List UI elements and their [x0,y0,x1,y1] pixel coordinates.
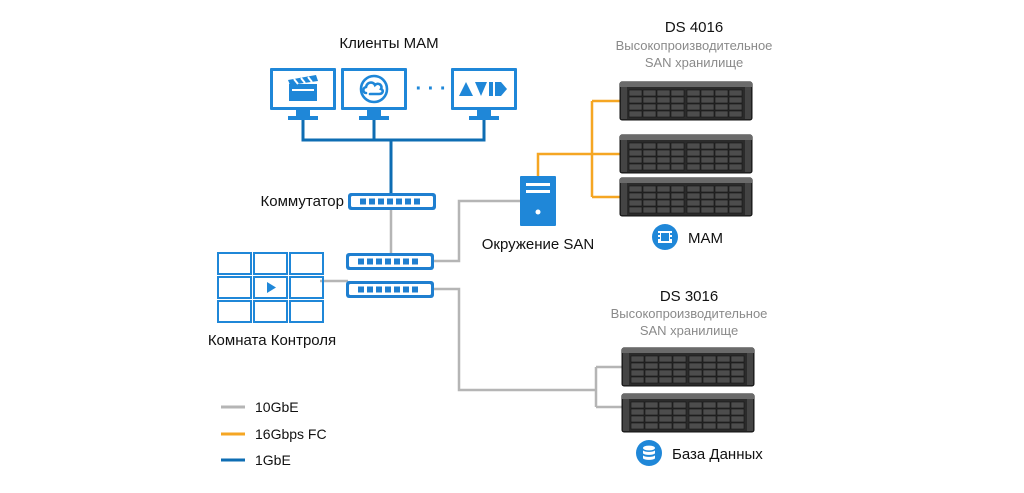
creative-cloud-icon [359,74,389,104]
link-10gbe [320,199,622,409]
ds4016-title: DS 4016 [665,19,723,36]
ds4016-subtitle-line1: Высокопроизводительное [616,38,773,53]
ds4016-storage-unit-1[interactable] [619,81,753,121]
connections [301,99,622,409]
control-room-label: Комната Контроля [208,332,336,349]
ellipsis-dots: · · · [415,78,446,100]
legend-item-1gbe: 1GbE [221,452,291,468]
ds4016-storage-unit-2[interactable] [619,134,753,174]
network-switch-bottom[interactable] [346,281,434,298]
control-room-video-wall[interactable] [217,252,324,323]
network-switch-top[interactable] [348,193,436,210]
monitor-creative-cloud[interactable] [341,68,407,120]
legend-item-16gbps-fc: 16Gbps FC [221,426,327,442]
legend-label-16gbps-fc: 16Gbps FC [255,426,327,442]
ds3016-title: DS 3016 [660,288,718,305]
ds3016-subtitle-line1: Высокопроизводительное [611,306,768,321]
ds3016-storage-unit-1[interactable] [621,347,755,387]
mam-clients-title: Клиенты МАМ [339,35,438,52]
legend: 10GbE 16Gbps FC 1GbE [221,399,327,468]
san-server-tower[interactable] [520,176,556,226]
network-switch-middle[interactable] [346,253,434,270]
database-icon [636,440,662,466]
legend-item-10gbe: 10GbE [221,399,299,415]
monitor-clapperboard[interactable] [270,68,336,120]
ds4016-badge-label: МАМ [688,230,723,247]
monitor-avid[interactable] [451,68,517,120]
link-1gbe-monitors [301,116,486,193]
san-environment-label: Окружение SAN [482,236,594,253]
ds3016-subtitle-line2: SAN хранилище [640,323,738,338]
legend-label-1gbe: 1GbE [255,452,291,468]
play-icon [267,282,276,293]
legend-label-10gbe: 10GbE [255,399,299,415]
ds3016-badge-label: База Данных [672,446,763,463]
ds4016-subtitle-line2: SAN хранилище [645,55,743,70]
clapperboard-icon [288,75,318,101]
ds3016-storage-unit-2[interactable] [621,393,755,433]
film-icon [652,224,678,250]
link-16gbps-fc [536,99,620,199]
switch-label: Коммутатор [261,193,344,210]
ds4016-storage-unit-3[interactable] [619,177,753,217]
avid-logo-icon [459,82,507,96]
